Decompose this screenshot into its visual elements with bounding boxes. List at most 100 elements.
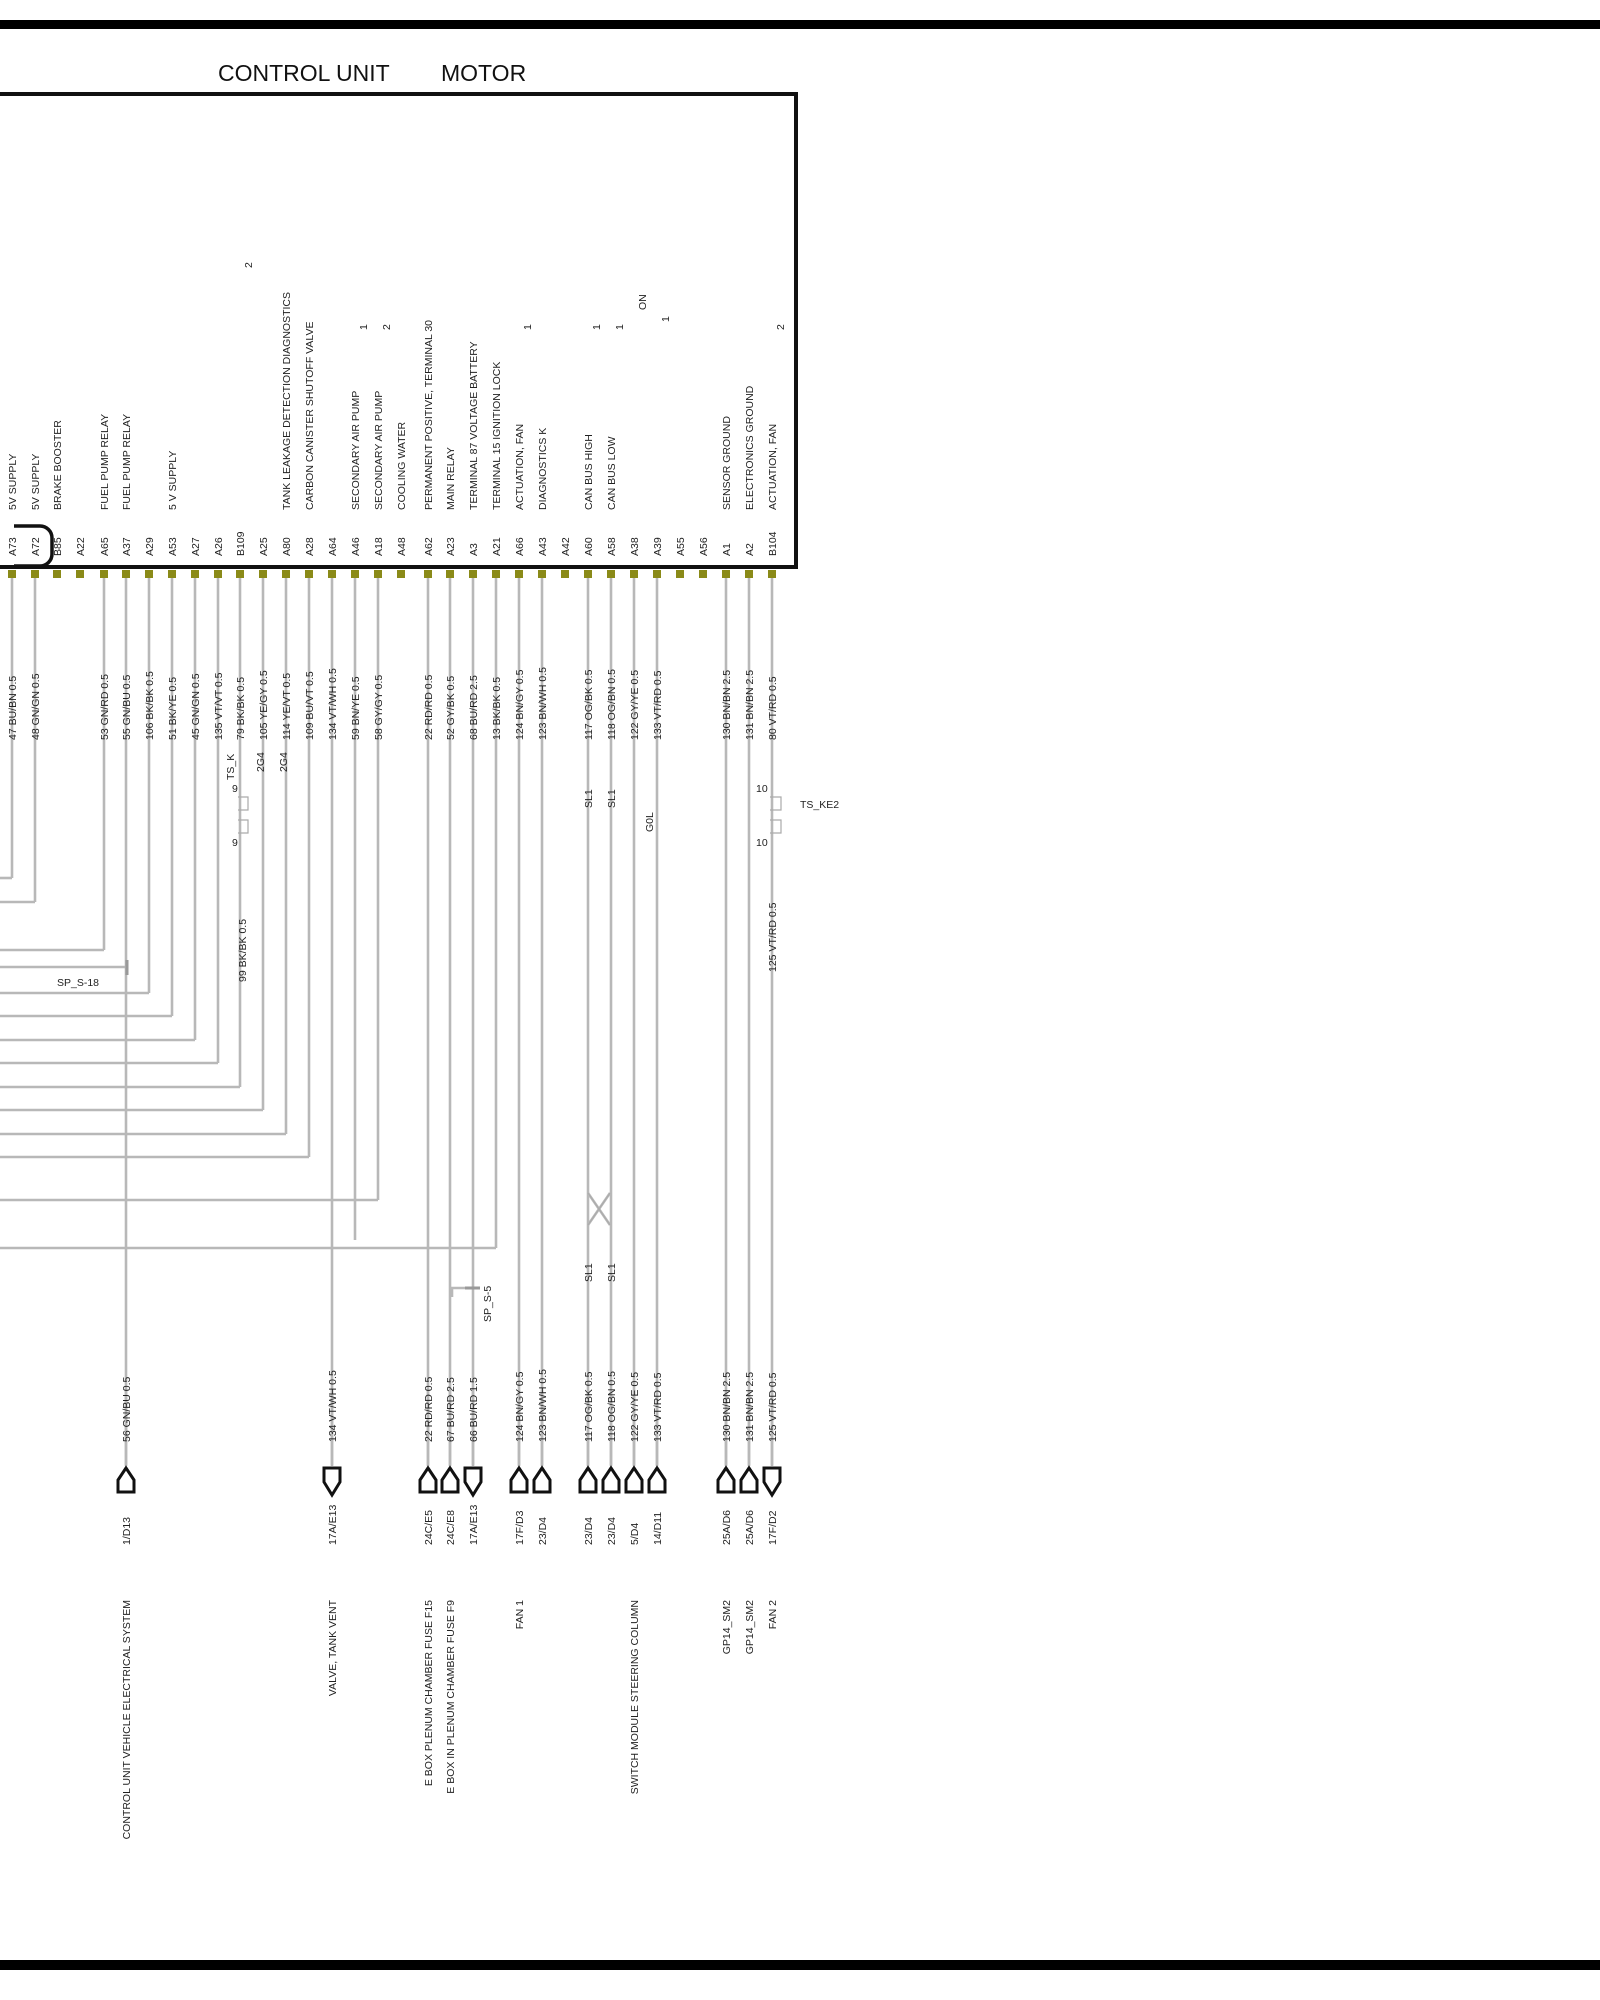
wire-label: 52 GY/BK 0.5 [445,676,457,740]
wire-125-label: 125 VT/RD 0.5 [767,902,779,972]
pin-id: A56 [698,537,710,556]
pin-description: TERMINAL 15 IGNITION LOCK [491,362,503,510]
pin-terminal [53,570,61,578]
pin-description: CAN BUS HIGH [583,434,595,510]
sl1-label-top-a: SL1 [583,789,595,808]
connector-ref: 1/D13 [121,1517,133,1545]
wire-label: 130 BN/BN 2.5 [721,670,733,740]
connector-ref: 17F/D3 [514,1510,526,1545]
bottom-wire-label: 67 BU/RD 2.5 [445,1377,457,1442]
wire-label: 51 BK/YE 0.5 [167,677,179,740]
pin-terminal [191,570,199,578]
pin-group-bracket [14,524,54,568]
wire-label: 58 GY/GY 0.5 [373,675,385,740]
connector-symbol [532,1465,552,1494]
wire-label: 134 VT/WH 0.5 [327,668,339,740]
connector-ref: 5/D4 [629,1523,641,1545]
pin-id: A27 [190,537,202,556]
pin-description: SECONDARY AIR PUMP [350,391,362,510]
pin-id: A55 [675,537,687,556]
destination-label: E BOX PLENUM CHAMBER FUSE F15 [423,1600,435,1786]
sl1-label-top-b: SL1 [606,789,618,808]
pin-id: A39 [652,537,664,556]
ts-k-pin-bottom: 9 [232,837,238,849]
destination-label: FAN 2 [767,1600,779,1629]
pin-terminal [424,570,432,578]
bottom-wire-label: 56 GN/BU 0.5 [121,1376,133,1442]
connector-symbol [509,1465,529,1494]
pin-description: FUEL PUMP RELAY [99,414,111,510]
pin-terminal [351,570,359,578]
pin-id: A80 [281,537,293,556]
pin-id: A64 [327,537,339,556]
pin-description: TERMINAL 87 VOLTAGE BATTERY [468,341,480,510]
connector-symbol [762,1466,782,1498]
wire-label: 53 GN/RD 0.5 [99,674,111,740]
pin-id: A65 [99,537,111,556]
wire-99-label: 99 BK/BK 0.5 [237,919,249,982]
pin-id: A38 [629,537,641,556]
bottom-wire-label: 22 RD/RD 0.5 [423,1376,435,1442]
control-unit-title: CONTROL UNIT [218,60,390,86]
motor-title: MOTOR [441,60,526,86]
connector-ref: 25A/D6 [721,1510,733,1545]
pin-description: PERMANENT POSITIVE, TERMINAL 30 [423,320,435,510]
sl1-label-bottom-a: SL1 [583,1263,595,1282]
pin-extra-note: 1 [358,324,370,330]
pin-id: A72 [30,537,42,556]
pin-terminal [168,570,176,578]
connector-symbol [322,1466,342,1498]
pin-description: ACTUATION, FAN [514,424,526,510]
connector-symbol [116,1465,136,1494]
pin-description: FUEL PUMP RELAY [121,414,133,510]
ts-ke2-pin-bottom: 10 [756,837,768,849]
pin-id: A43 [537,537,549,556]
ts-ke2-label: TS_KE2 [800,799,839,811]
wire-label: 122 GY/YE 0.5 [629,670,641,740]
ts-ke2-connector [770,796,782,834]
connector-symbol [647,1465,667,1494]
wire-label: 47 BU/BN 0.5 [7,676,19,740]
pin-terminal [31,570,39,578]
pin-extra-note: 1 [660,316,672,322]
pin-terminal [282,570,290,578]
pin-terminal [76,570,84,578]
ts-k-connector [238,796,249,834]
pin-extra-note: 2 [381,324,393,330]
pin-terminal [722,570,730,578]
wire-label: 80 VT/RD 0.5 [767,676,779,740]
destination-label: CONTROL UNIT VEHICLE ELECTRICAL SYSTEM [121,1600,133,1839]
2g4-label-b: 2G4 [278,752,290,772]
bottom-wire-label: 117 OG/BK 0.5 [583,1371,595,1442]
wire-label: 68 BU/RD 2.5 [468,675,480,740]
connector-ref: 23/D4 [537,1517,549,1545]
wire-label: 133 VT/RD 0.5 [652,670,664,740]
destination-label: E BOX IN PLENUM CHAMBER FUSE F9 [445,1600,457,1794]
wire-label: 106 BK/BK 0.5 [144,671,156,740]
pin-id: A37 [121,537,133,556]
pin-terminal [122,570,130,578]
pin-id: A46 [350,537,362,556]
pin-id: A18 [373,537,385,556]
wire-label: 13 BK/BK 0.5 [491,677,503,740]
pin-id: A29 [144,537,156,556]
bottom-wire-label: 124 BN/GY 0.5 [514,1371,526,1442]
connector-symbol [578,1465,598,1494]
connector-symbol [624,1465,644,1494]
pin-terminal [305,570,313,578]
ts-ke2-pin-top: 10 [756,783,768,795]
wire-label: 123 BN/WH 0.5 [537,667,549,740]
wire-label: 131 BN/BN 2.5 [744,670,756,740]
pin-description: 5V SUPPLY [30,454,42,510]
pin-description: BRAKE BOOSTER [52,420,64,510]
pin-terminal [100,570,108,578]
bottom-wire-label: 131 BN/BN 2.5 [744,1372,756,1442]
pin-description: 5V SUPPLY [7,454,19,510]
sl1-label-bottom-b: SL1 [606,1263,618,1282]
bottom-wire-label: 130 BN/BN 2.5 [721,1372,733,1442]
bottom-wire-label: 125 VT/RD 0.5 [767,1372,779,1442]
pin-terminal [538,570,546,578]
pin-terminal [584,570,592,578]
pin-id: A73 [7,537,19,556]
